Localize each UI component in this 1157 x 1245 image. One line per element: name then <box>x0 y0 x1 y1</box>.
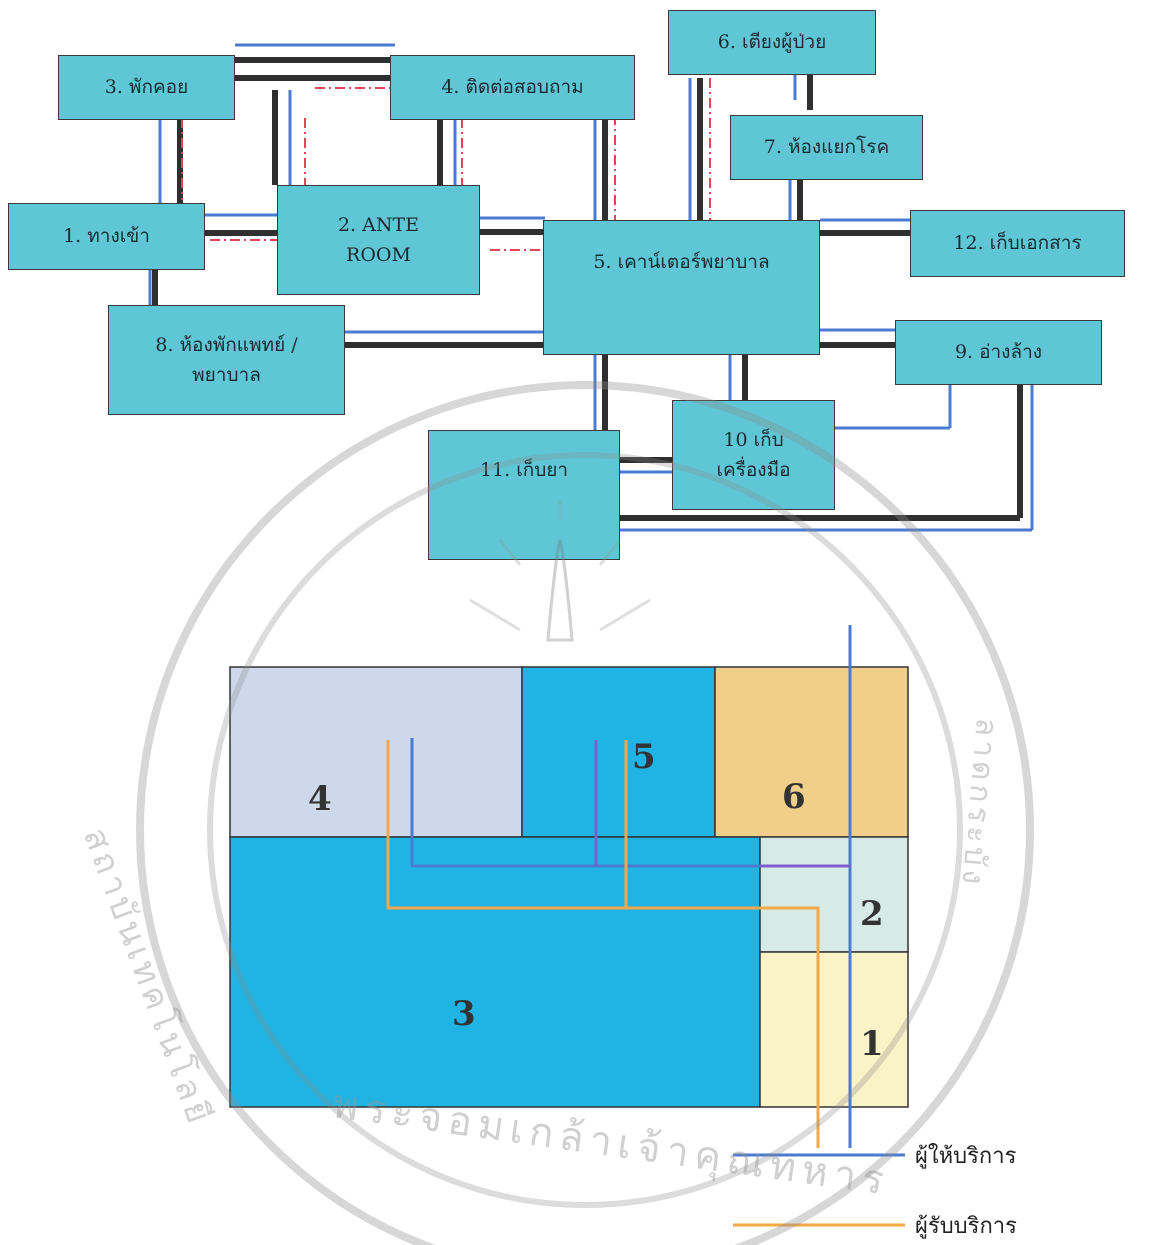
receiver-flow-path <box>386 740 820 1148</box>
room-10-equipment-storage: 10 เก็บ เครื่องมือ <box>672 400 835 510</box>
zone-3-number: 3 <box>452 994 476 1034</box>
zone-4-number: 4 <box>308 779 332 819</box>
room-3-waiting: 3. พักคอย <box>58 55 235 120</box>
room-1-entrance: 1. ทางเข้า <box>8 203 205 270</box>
zone-1 <box>759 951 909 1108</box>
zone-4 <box>229 666 523 838</box>
legend-receiver-label: ผู้รับบริการ <box>915 1214 1017 1239</box>
zoning-plan: 4 5 6 3 2 1 <box>229 625 909 1227</box>
room-8-staff-room: 8. ห้องพักแพทย์ / พยาบาล <box>108 305 345 415</box>
room-6-patient-bed: 6. เตียงผู้ป่วย <box>668 10 876 75</box>
zone-6-number: 6 <box>782 777 806 817</box>
zone-1-number: 1 <box>860 1024 884 1064</box>
zone-2-number: 2 <box>860 894 884 934</box>
zone-3 <box>229 836 761 1108</box>
zone-5 <box>521 666 716 838</box>
zone-2 <box>759 836 909 953</box>
room-4-inquiry: 4. ติดต่อสอบถาม <box>390 55 635 120</box>
red-dashed-connectors <box>181 78 711 251</box>
room-11-medicine-storage: 11. เก็บยา <box>428 430 620 560</box>
room-9-sink: 9. อ่างล้าง <box>895 320 1102 385</box>
zone-5-number: 5 <box>632 737 656 777</box>
room-7-isolation: 7. ห้องแยกโรค <box>730 115 923 180</box>
blue-connectors <box>148 43 1034 532</box>
provider-flow-path <box>410 738 850 868</box>
legend-provider-label: ผู้ให้บริการ <box>915 1144 1017 1169</box>
room-12-document-storage: 12. เก็บเอกสาร <box>910 210 1125 277</box>
room-2-ante-room: 2. ANTE ROOM <box>277 185 480 295</box>
zone-6 <box>714 666 909 838</box>
room-5-nurse-counter: 5. เคาน์เตอร์พยาบาล <box>543 220 820 355</box>
